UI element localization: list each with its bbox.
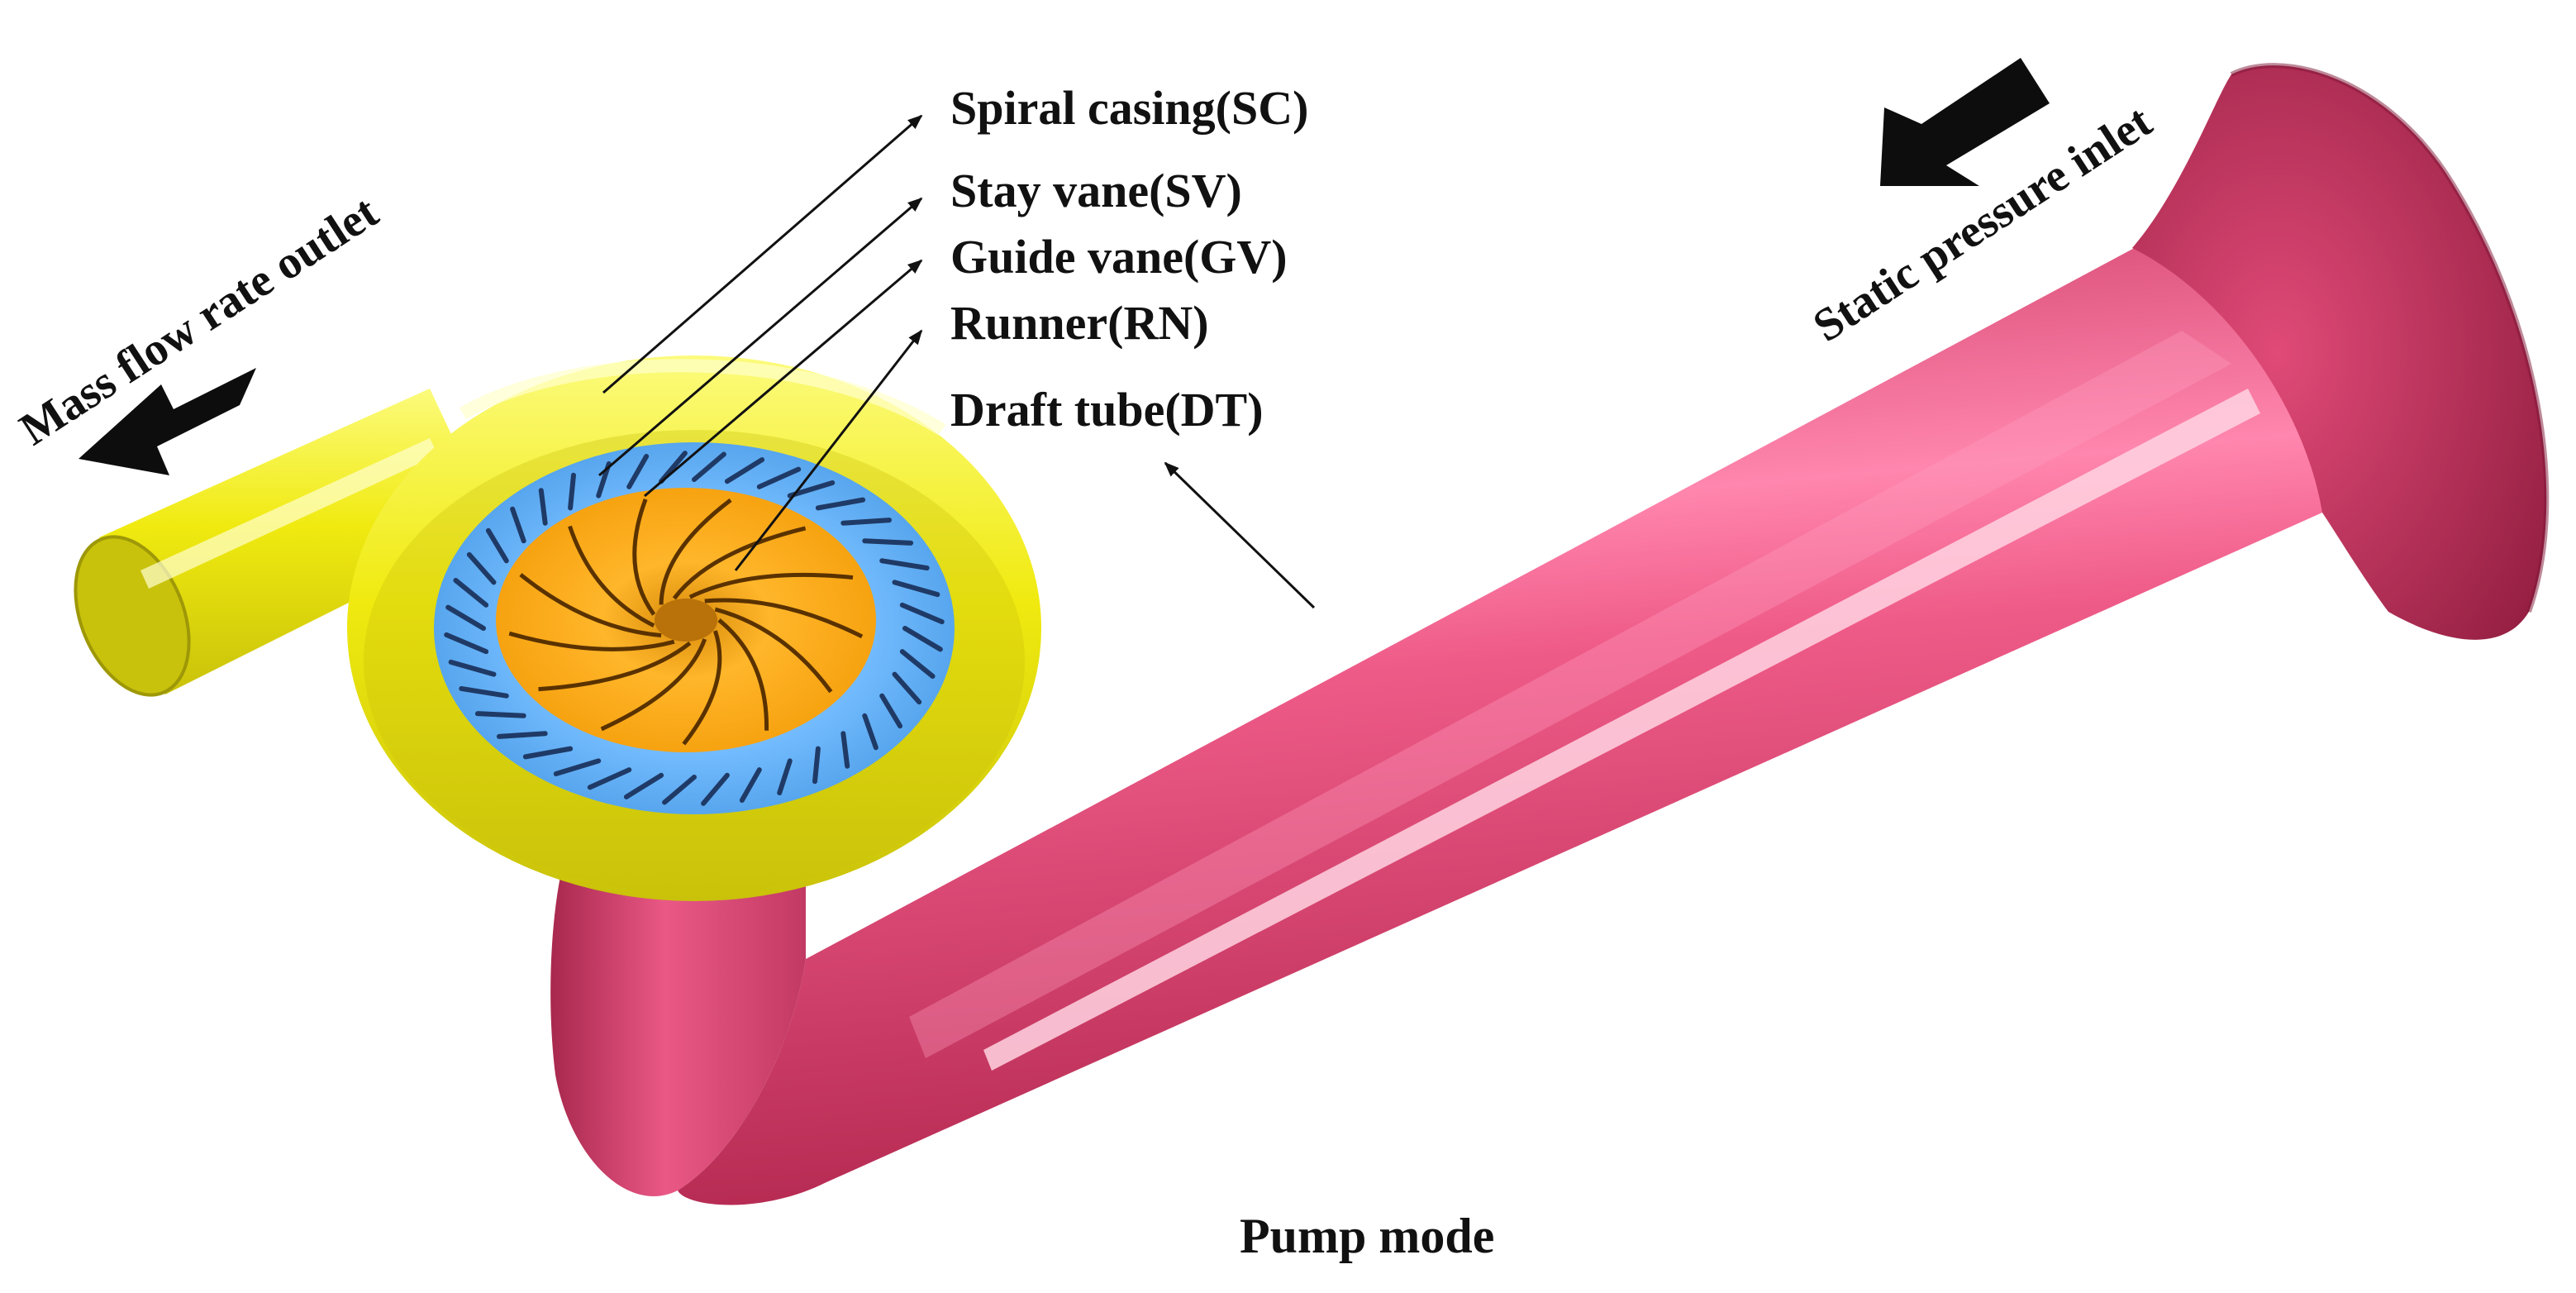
guide-vane-blade: [522, 746, 574, 760]
draft-tube-highlight: [983, 389, 2260, 1071]
label-runner: Runner(RN): [950, 296, 1209, 350]
guide-vane-blade: [466, 551, 497, 585]
draft-tube-cone: [678, 229, 2329, 1205]
guide-vane-blade: [899, 602, 945, 625]
guide-vane-blade: [623, 772, 664, 799]
leader-line-gv: [644, 259, 923, 498]
guide-vane-blade: [692, 451, 726, 482]
draft-tube-soft-highlight: [909, 331, 2231, 1058]
guide-vane-blade: [444, 632, 489, 655]
label-draft-tube: Draft tube(DT): [950, 383, 1264, 437]
guide-vane-blade: [474, 711, 526, 718]
flow-direction-arrow-icon: [79, 368, 256, 475]
guide-vane-blade: [701, 772, 730, 806]
runner-blade: [508, 631, 675, 651]
label-spiral-casing: Spiral casing(SC): [950, 81, 1308, 135]
guide-vane-blade: [879, 693, 903, 729]
label-guide-vane: Guide vane(GV): [950, 230, 1288, 284]
guide-vane-blade: [739, 767, 762, 804]
draft-tube-bell-rim: [2230, 63, 2550, 613]
leader-line-dt: [1164, 461, 1316, 609]
runner-blade: [632, 499, 656, 616]
runner-blades: [508, 498, 864, 746]
guide-vane-blade: [812, 746, 821, 785]
guide-vane-blade: [787, 480, 836, 499]
leader-line-sv: [598, 197, 923, 477]
guide-vane-blade: [902, 626, 943, 652]
guide-vane-blade: [892, 671, 922, 705]
runner: [496, 488, 876, 752]
guide-vane-blade: [448, 659, 497, 677]
runner-blade: [538, 641, 692, 692]
guide-vane-blade: [496, 731, 548, 739]
label-stay-vane: Stay vane(SV): [950, 164, 1242, 217]
guide-vane-blade: [815, 497, 866, 511]
guide-vane-blade: [459, 685, 509, 699]
guide-vane-blades: [444, 451, 945, 806]
draft-tube: [550, 63, 2550, 1205]
guide-vane-blade: [626, 453, 650, 489]
guide-vane-blade: [862, 713, 879, 751]
guide-vane-blade: [840, 518, 893, 526]
guide-vane-blade: [453, 578, 489, 608]
guide-vane-blade: [659, 451, 688, 484]
runner-blade: [600, 638, 707, 732]
guide-vane-blade: [724, 457, 765, 484]
guide-vane-blade: [445, 604, 486, 631]
guide-vane-blade: [777, 758, 793, 796]
leader-lines: [598, 114, 1316, 609]
flow-direction-arrow-icon: [1880, 58, 2050, 186]
runner-blade: [688, 572, 854, 599]
guide-vane-blade: [538, 488, 548, 526]
outlet-arrow: [79, 368, 256, 475]
runner-hub: [655, 599, 717, 642]
guide-vane-blade: [662, 775, 697, 805]
guide-vane-blade: [553, 758, 602, 777]
runner-blade: [717, 618, 769, 731]
runner-blade: [519, 573, 662, 638]
figure-caption: Pump mode: [1240, 1209, 1494, 1263]
guide-vane-blade: [879, 558, 930, 571]
guide-vane-blade: [587, 767, 632, 790]
draft-tube-bell: [2132, 65, 2547, 640]
guide-vane-blade: [862, 538, 914, 546]
inlet-arrow: [1880, 58, 2050, 186]
draft-tube-elbow: [550, 868, 806, 1197]
runner-blade: [659, 498, 732, 605]
runner-blade: [672, 526, 807, 600]
spiral-casing-ring-highlight: [459, 359, 946, 436]
guide-vane-blade: [899, 649, 936, 679]
guide-vane-blade: [485, 527, 509, 564]
guide-vane-blade: [892, 580, 940, 598]
guide-vane-blade: [568, 472, 576, 511]
guide-vane-blade: [840, 731, 850, 769]
runner-blade: [568, 525, 655, 627]
leader-line-rn: [734, 329, 923, 571]
leader-line-sc: [602, 114, 923, 394]
guide-vane-blade: [756, 466, 802, 489]
runner-blade: [682, 630, 722, 746]
runner-blade: [704, 598, 864, 639]
runner-blade: [714, 607, 833, 694]
guide-vane-blade: [510, 506, 526, 544]
spiral-casing-pipe-highlight: [140, 438, 438, 589]
